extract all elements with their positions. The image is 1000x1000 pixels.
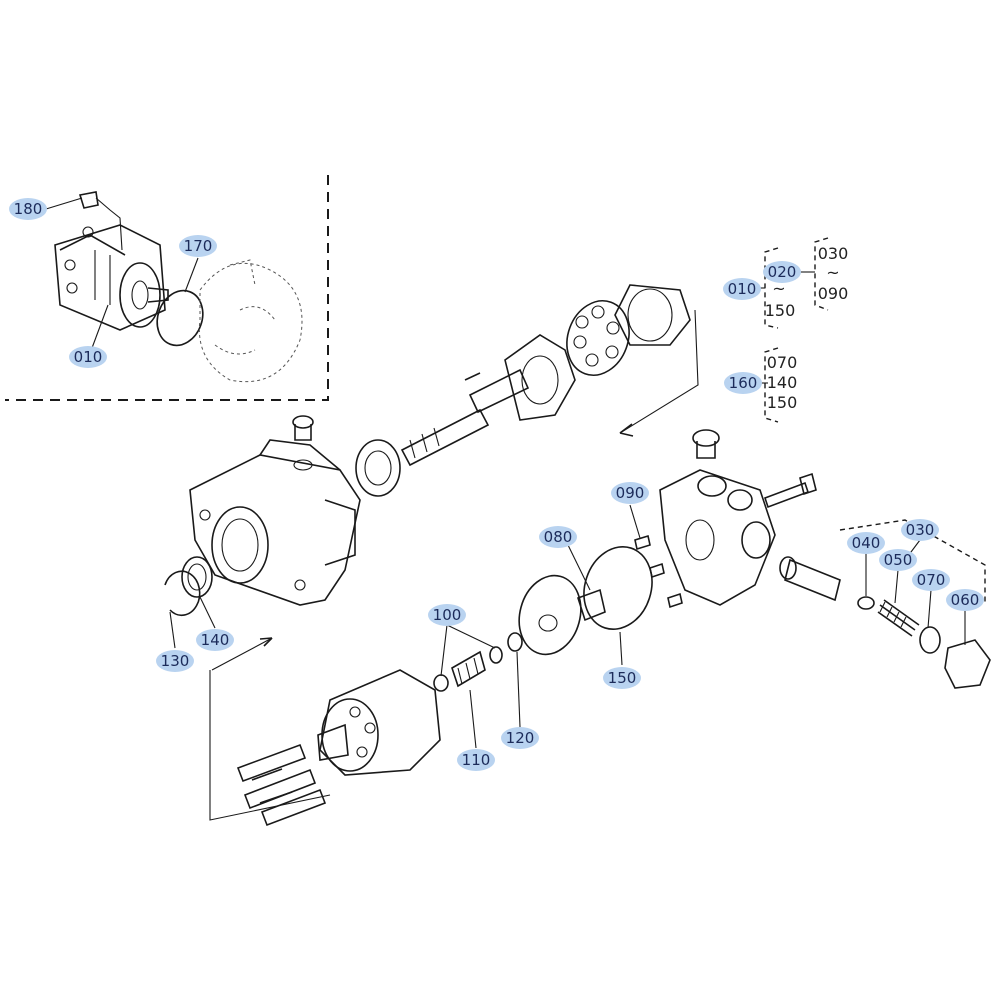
callout-100[interactable]: 100: [428, 604, 466, 626]
callout-highlight: [724, 372, 762, 394]
callout-label: 110: [462, 751, 491, 769]
callout-highlight: [611, 482, 649, 504]
callout-highlight: [428, 604, 466, 626]
callout-140[interactable]: 140: [196, 629, 234, 651]
callout-170[interactable]: 170: [179, 235, 217, 257]
group-160-item: 140: [767, 373, 798, 392]
callout-highlight: [9, 198, 47, 220]
group-010-inner-start: 030: [818, 244, 849, 263]
callout-highlight: [912, 569, 950, 591]
callout-label: 010: [74, 348, 103, 366]
group-010: 010 020 ~ 150 030 ~ 090: [723, 237, 849, 329]
valve-plate-group: [518, 545, 653, 656]
callout-label: 100: [433, 606, 462, 624]
callout-highlight: [179, 235, 217, 257]
callout-highlight: [457, 749, 495, 771]
group-010-end: 150: [765, 301, 796, 320]
callout-label: 120: [506, 729, 535, 747]
callout-130[interactable]: 130: [156, 650, 194, 672]
pump-housing: [164, 415, 361, 617]
callout-label: 140: [201, 631, 230, 649]
callout-highlight: [603, 667, 641, 689]
group-160-item: 070: [767, 353, 798, 372]
shaft-assembly: [355, 368, 530, 497]
callout-highlight: [156, 650, 194, 672]
callout-080[interactable]: 080: [539, 526, 577, 548]
callout-label: 050: [884, 551, 913, 569]
group-010-root[interactable]: 010: [723, 278, 761, 300]
group-160-item: 150: [767, 393, 798, 412]
callout-070[interactable]: 070: [912, 569, 950, 591]
cylinder-block-group: [209, 632, 523, 827]
callout-highlight: [69, 346, 107, 368]
swash-plate-group: [504, 284, 699, 437]
callout-highlight: [501, 727, 539, 749]
callout-label: 160: [729, 374, 758, 392]
callout-label: 130: [161, 652, 190, 670]
relief-valve: [779, 519, 991, 689]
callout-150[interactable]: 150: [603, 667, 641, 689]
callout-040[interactable]: 040: [847, 532, 885, 554]
callout-label: 020: [768, 263, 797, 281]
callout-180[interactable]: 180: [9, 198, 47, 220]
group-160-root[interactable]: 160: [724, 372, 762, 394]
callout-highlight: [723, 278, 761, 300]
callout-030[interactable]: 030: [901, 519, 939, 541]
callout-highlight: [539, 526, 577, 548]
callout-highlight: [946, 589, 984, 611]
callout-label: 070: [917, 571, 946, 589]
callout-highlight: [847, 532, 885, 554]
callout-060[interactable]: 060: [946, 589, 984, 611]
callout-label: 170: [184, 237, 213, 255]
callout-label: 150: [608, 669, 637, 687]
group-010-tilde: ~: [772, 279, 785, 298]
group-160: 160 070 140 150: [724, 347, 798, 423]
callout-label: 080: [544, 528, 573, 546]
callout-label: 090: [616, 484, 645, 502]
callout-label: 010: [728, 280, 757, 298]
callout-highlight: [901, 519, 939, 541]
callout-050[interactable]: 050: [879, 549, 917, 571]
callout-highlight: [879, 549, 917, 571]
callout-label: 030: [906, 521, 935, 539]
callout-label: 040: [852, 534, 881, 552]
callout-highlight: [763, 261, 801, 283]
group-010-inner-tilde: ~: [826, 263, 839, 282]
callout-highlight: [196, 629, 234, 651]
callout-110[interactable]: 110: [457, 749, 495, 771]
group-010-inner-end: 090: [818, 284, 849, 303]
callout-090[interactable]: 090: [611, 482, 649, 504]
callout-label: 060: [951, 591, 980, 609]
group-010-sub[interactable]: 020: [763, 261, 801, 283]
callout-010-inset[interactable]: 010: [69, 346, 107, 368]
callout-label: 180: [14, 200, 43, 218]
port-block: [634, 429, 817, 609]
inset-assembly: [5, 175, 329, 401]
callout-120[interactable]: 120: [501, 727, 539, 749]
